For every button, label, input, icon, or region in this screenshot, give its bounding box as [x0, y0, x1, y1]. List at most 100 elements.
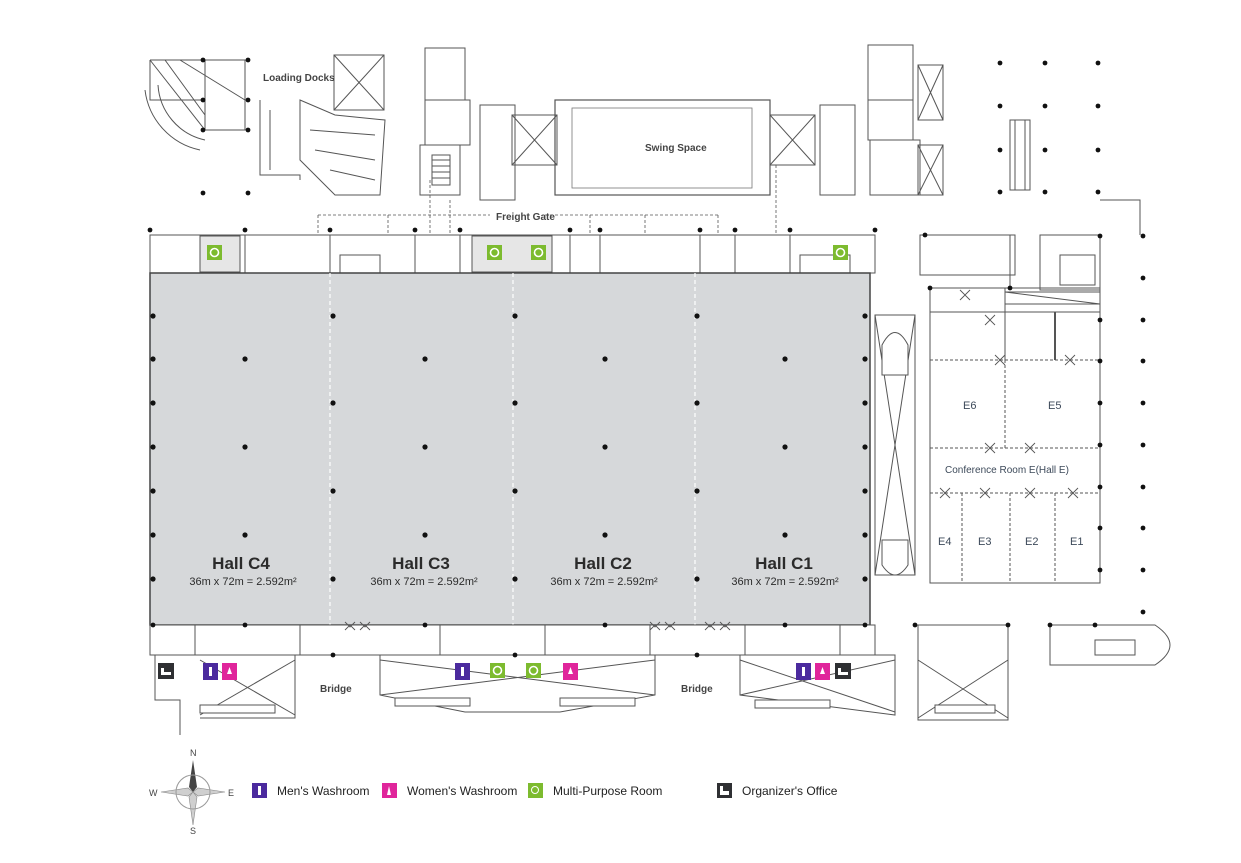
column-dot: [1140, 275, 1146, 281]
hall-c2-name: Hall C2: [574, 554, 632, 573]
column-dot: [1095, 103, 1101, 109]
hall-c3-size: 36m x 72m = 2.592m²: [370, 576, 478, 588]
column-dot: [872, 227, 878, 233]
column-dot: [1097, 400, 1103, 406]
column-dot: [602, 532, 608, 538]
column-dot: [1097, 567, 1103, 573]
column-dot: [1042, 103, 1048, 109]
legend-mens-washroom: Men's Washroom: [252, 783, 370, 798]
room-e5-label: E5: [1048, 400, 1061, 412]
column-dot: [1095, 60, 1101, 66]
womens-washroom-icon: [222, 663, 237, 680]
column-dot: [512, 576, 518, 582]
column-dot: [997, 60, 1003, 66]
column-dot: [862, 576, 868, 582]
compass-n: N: [190, 748, 197, 758]
loading-docks-area: [259, 54, 386, 196]
column-dot: [1097, 358, 1103, 364]
column-dot: [782, 356, 788, 362]
legend-mens-label: Men's Washroom: [277, 783, 370, 798]
column-dot: [1042, 147, 1048, 153]
column-dot: [1092, 622, 1098, 628]
column-dot: [567, 227, 573, 233]
column-dot: [1140, 525, 1146, 531]
conference-room-label: Conference Room E(Hall E): [945, 465, 1069, 476]
hall-c1-name: Hall C1: [755, 554, 813, 573]
column-dot: [602, 444, 608, 450]
column-dot: [412, 227, 418, 233]
south-doors: [344, 621, 731, 631]
swing-space-label: Swing Space: [645, 143, 707, 154]
south-service-strip: [149, 624, 1171, 735]
column-dot: [245, 57, 251, 63]
column-dot: [512, 313, 518, 319]
column-dot: [242, 356, 248, 362]
column-dot: [422, 356, 428, 362]
multi-purpose-room-icon: [528, 783, 543, 798]
compass-rose-icon: N S E W: [149, 748, 234, 836]
exhibition-halls: [149, 272, 871, 626]
column-dot: [1097, 233, 1103, 239]
column-dot: [150, 313, 156, 319]
hall-c4-size: 36m x 72m = 2.592m²: [189, 576, 297, 588]
column-dot: [512, 488, 518, 494]
column-dot: [330, 652, 336, 658]
mens-washroom-icon: [455, 663, 470, 680]
column-dot: [150, 532, 156, 538]
column-dot: [1097, 317, 1103, 323]
column-dot: [694, 652, 700, 658]
legend-womens-label: Women's Washroom: [407, 783, 518, 798]
column-dot: [330, 576, 336, 582]
north-west-structure: [144, 59, 246, 151]
mens-washroom-icon: [252, 783, 267, 798]
column-dot: [1095, 147, 1101, 153]
column-dot: [512, 652, 518, 658]
column-dot: [1047, 622, 1053, 628]
multi-purpose-room-icon: [530, 244, 547, 261]
swing-space-room: [554, 99, 771, 196]
hall-c3-name: Hall C3: [392, 554, 450, 573]
womens-washroom-icon: [563, 663, 578, 680]
east-escalator-corridor: [874, 314, 916, 576]
column-dot: [150, 400, 156, 406]
column-dot: [147, 227, 153, 233]
column-dot: [200, 127, 206, 133]
mens-washroom-icon: [796, 663, 811, 680]
column-dot: [997, 103, 1003, 109]
column-dot: [862, 622, 868, 628]
column-dot: [330, 313, 336, 319]
room-e2-label: E2: [1025, 536, 1038, 548]
column-dot: [1140, 317, 1146, 323]
column-dot: [1042, 189, 1048, 195]
multi-purpose-room-icon: [525, 662, 542, 679]
column-dot: [1140, 567, 1146, 573]
hall-c1-size: 36m x 72m = 2.592m²: [731, 576, 839, 588]
column-dot: [245, 97, 251, 103]
column-dot: [912, 622, 918, 628]
bridge-right-label: Bridge: [681, 684, 713, 695]
column-dot: [862, 400, 868, 406]
column-dot: [1140, 358, 1146, 364]
compass-w: W: [149, 788, 158, 798]
column-dot: [922, 232, 928, 238]
column-dot: [200, 57, 206, 63]
column-dot: [862, 313, 868, 319]
column-dot: [242, 227, 248, 233]
room-e4-label: E4: [938, 536, 951, 548]
womens-washroom-icon: [815, 663, 830, 680]
column-dot: [1140, 233, 1146, 239]
column-dot: [694, 313, 700, 319]
column-dot: [1140, 442, 1146, 448]
column-dot: [862, 356, 868, 362]
column-dot: [1042, 60, 1048, 66]
organizers-office-icon: [158, 663, 174, 679]
organizers-office-icon: [717, 783, 732, 798]
column-dot: [422, 532, 428, 538]
multi-purpose-room-icon: [486, 244, 503, 261]
column-dot: [782, 532, 788, 538]
column-dot: [782, 622, 788, 628]
column-dot: [1140, 609, 1146, 615]
column-dot: [242, 444, 248, 450]
column-dot: [150, 622, 156, 628]
column-dot: [327, 227, 333, 233]
